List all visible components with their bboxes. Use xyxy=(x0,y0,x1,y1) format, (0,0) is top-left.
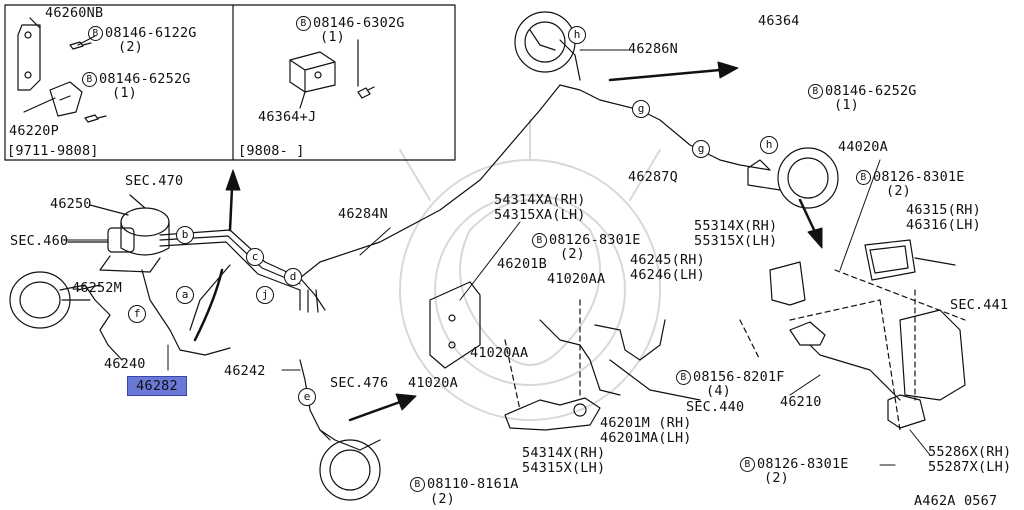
center-bracket xyxy=(429,281,601,431)
qty-label: (1) xyxy=(112,85,137,101)
inset-right-parts xyxy=(289,39,375,109)
part-label-41020aa[interactable]: 41020AA xyxy=(547,271,606,287)
part-label-44020a[interactable]: 44020A xyxy=(838,139,888,155)
part-label-46201m[interactable]: 46201M (RH) xyxy=(600,415,692,431)
front-left-brake xyxy=(9,271,123,361)
rear-lower-brake xyxy=(319,429,381,501)
part-label-46201ma[interactable]: 46201MA(LH) xyxy=(600,430,692,446)
qty-label: (1) xyxy=(834,97,859,113)
part-label-46252m[interactable]: 46252M xyxy=(72,280,122,296)
part-label-46287q[interactable]: 46287Q xyxy=(628,169,678,185)
part-label-46284n[interactable]: 46284N xyxy=(338,206,388,222)
part-label-46240[interactable]: 46240 xyxy=(104,356,146,372)
part-label-41020aa-2[interactable]: 41020AA xyxy=(470,345,529,361)
callout-c[interactable]: c xyxy=(246,248,264,266)
qty-label: (2) xyxy=(560,246,585,262)
section-label-470[interactable]: SEC.470 xyxy=(125,173,184,189)
part-label-46316[interactable]: 46316(LH) xyxy=(906,217,981,233)
bolt-b-icon: B xyxy=(740,457,755,472)
part-label-54315x[interactable]: 54315X(LH) xyxy=(522,460,606,476)
qty-label: (2) xyxy=(764,470,789,486)
direction-arrows xyxy=(193,61,823,422)
part-label-46250[interactable]: 46250 xyxy=(50,196,92,212)
part-label-46286n[interactable]: 46286N xyxy=(628,41,678,57)
callout-j[interactable]: j xyxy=(256,286,274,304)
inset-left-parts xyxy=(17,17,107,123)
part-label-55314x[interactable]: 55314X(RH) xyxy=(694,218,778,234)
part-label-46245[interactable]: 46245(RH) xyxy=(630,252,705,268)
master-cylinder xyxy=(67,194,231,356)
part-label-55287x[interactable]: 55287X(LH) xyxy=(928,459,1012,475)
part-label-46282-highlighted[interactable]: 46282 xyxy=(127,376,187,396)
bolt-b-icon: B xyxy=(532,233,547,248)
part-label-46260nb[interactable]: 46260NB xyxy=(45,5,104,21)
part-label-41020a[interactable]: 41020A xyxy=(408,375,458,391)
part-label-54314x[interactable]: 54314X(RH) xyxy=(522,445,606,461)
inset-frames xyxy=(4,4,456,161)
diagram-id: A462A 0567 xyxy=(914,493,998,509)
qty-label: (2) xyxy=(886,183,911,199)
part-label-46364j[interactable]: 46364+J xyxy=(258,109,317,125)
brake-lines xyxy=(159,84,771,441)
callout-g-2[interactable]: g xyxy=(692,140,710,158)
section-label-440[interactable]: SEC.440 xyxy=(686,399,745,415)
callout-e[interactable]: e xyxy=(298,388,316,406)
part-label-54315xa[interactable]: 54315XA(LH) xyxy=(494,207,586,223)
callout-f[interactable]: f xyxy=(128,305,146,323)
section-label-460[interactable]: SEC.460 xyxy=(10,233,69,249)
part-label-55286x[interactable]: 55286X(RH) xyxy=(928,444,1012,460)
label-leaders xyxy=(64,49,931,466)
bolt-b-icon: B xyxy=(88,26,103,41)
watermark-emblem xyxy=(399,119,661,421)
bolt-b-icon: B xyxy=(296,16,311,31)
callout-g[interactable]: g xyxy=(632,100,650,118)
qty-label: (2) xyxy=(118,39,143,55)
bolt-b-icon: B xyxy=(808,84,823,99)
dashed-leaders xyxy=(504,269,966,431)
rear-upper-brake xyxy=(514,11,581,81)
date-range-label: [9711-9808] xyxy=(7,143,99,159)
part-label-46246[interactable]: 46246(LH) xyxy=(630,267,705,283)
date-range-label: [9808- ] xyxy=(238,143,305,159)
part-label-46210[interactable]: 46210 xyxy=(780,394,822,410)
bolt-b-icon: B xyxy=(82,72,97,87)
callout-h[interactable]: h xyxy=(568,26,586,44)
part-label-46242[interactable]: 46242 xyxy=(224,363,266,379)
callout-a[interactable]: a xyxy=(176,286,194,304)
part-label-46220p[interactable]: 46220P xyxy=(9,123,59,139)
section-label-441[interactable]: SEC.441 xyxy=(950,297,1009,313)
qty-label: (2) xyxy=(430,491,455,507)
qty-label: (4) xyxy=(706,383,731,399)
bolt-b-icon: B xyxy=(856,170,871,185)
rear-right-brake xyxy=(747,147,839,209)
part-label-46315[interactable]: 46315(RH) xyxy=(906,202,981,218)
part-label-46201b[interactable]: 46201B xyxy=(497,256,547,272)
bolt-b-icon: B xyxy=(676,370,691,385)
part-label-54314xa[interactable]: 54314XA(RH) xyxy=(494,192,586,208)
callout-b[interactable]: b xyxy=(176,226,194,244)
callout-d[interactable]: d xyxy=(284,268,302,286)
part-label-46364[interactable]: 46364 xyxy=(758,13,800,29)
brake-hoses xyxy=(539,319,701,401)
qty-label: (1) xyxy=(320,29,345,45)
part-label-55315x[interactable]: 55315X(LH) xyxy=(694,233,778,249)
section-label-476[interactable]: SEC.476 xyxy=(330,375,389,391)
bolt-b-icon: B xyxy=(410,477,425,492)
callout-h-2[interactable]: h xyxy=(760,136,778,154)
